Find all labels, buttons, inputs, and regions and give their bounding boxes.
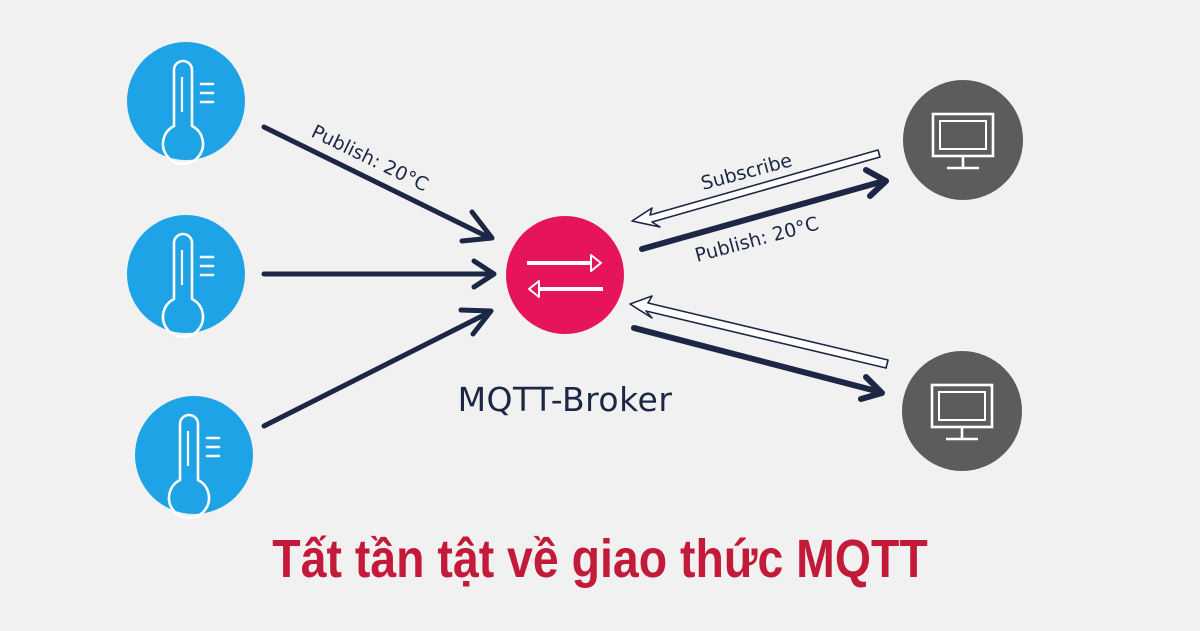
label-publish-client: Publish: 20°C bbox=[693, 213, 821, 267]
arrow-broker-to-client-1 bbox=[639, 167, 889, 252]
arrow-sensor-3-to-broker bbox=[261, 307, 494, 429]
arrow-client-1-subscribe bbox=[631, 149, 881, 228]
sensor-node-2 bbox=[127, 215, 245, 339]
sensor-node-3 bbox=[135, 396, 253, 520]
exchange-arrows-icon bbox=[527, 254, 603, 298]
arrow-client-2-to-broker bbox=[629, 295, 889, 369]
client-node-2 bbox=[902, 351, 1022, 471]
broker-node bbox=[506, 216, 624, 334]
arrow-sensor-1-to-broker bbox=[261, 124, 495, 244]
arrow-broker-to-client-2 bbox=[631, 325, 885, 402]
arrow-sensor-2-to-broker bbox=[261, 258, 497, 290]
page-headline: Tất tần tật về giao thức MQTT bbox=[272, 529, 928, 589]
sensor-node-1 bbox=[127, 42, 245, 166]
client-node-1 bbox=[903, 80, 1023, 200]
broker-label: MQTT-Broker bbox=[457, 380, 673, 419]
